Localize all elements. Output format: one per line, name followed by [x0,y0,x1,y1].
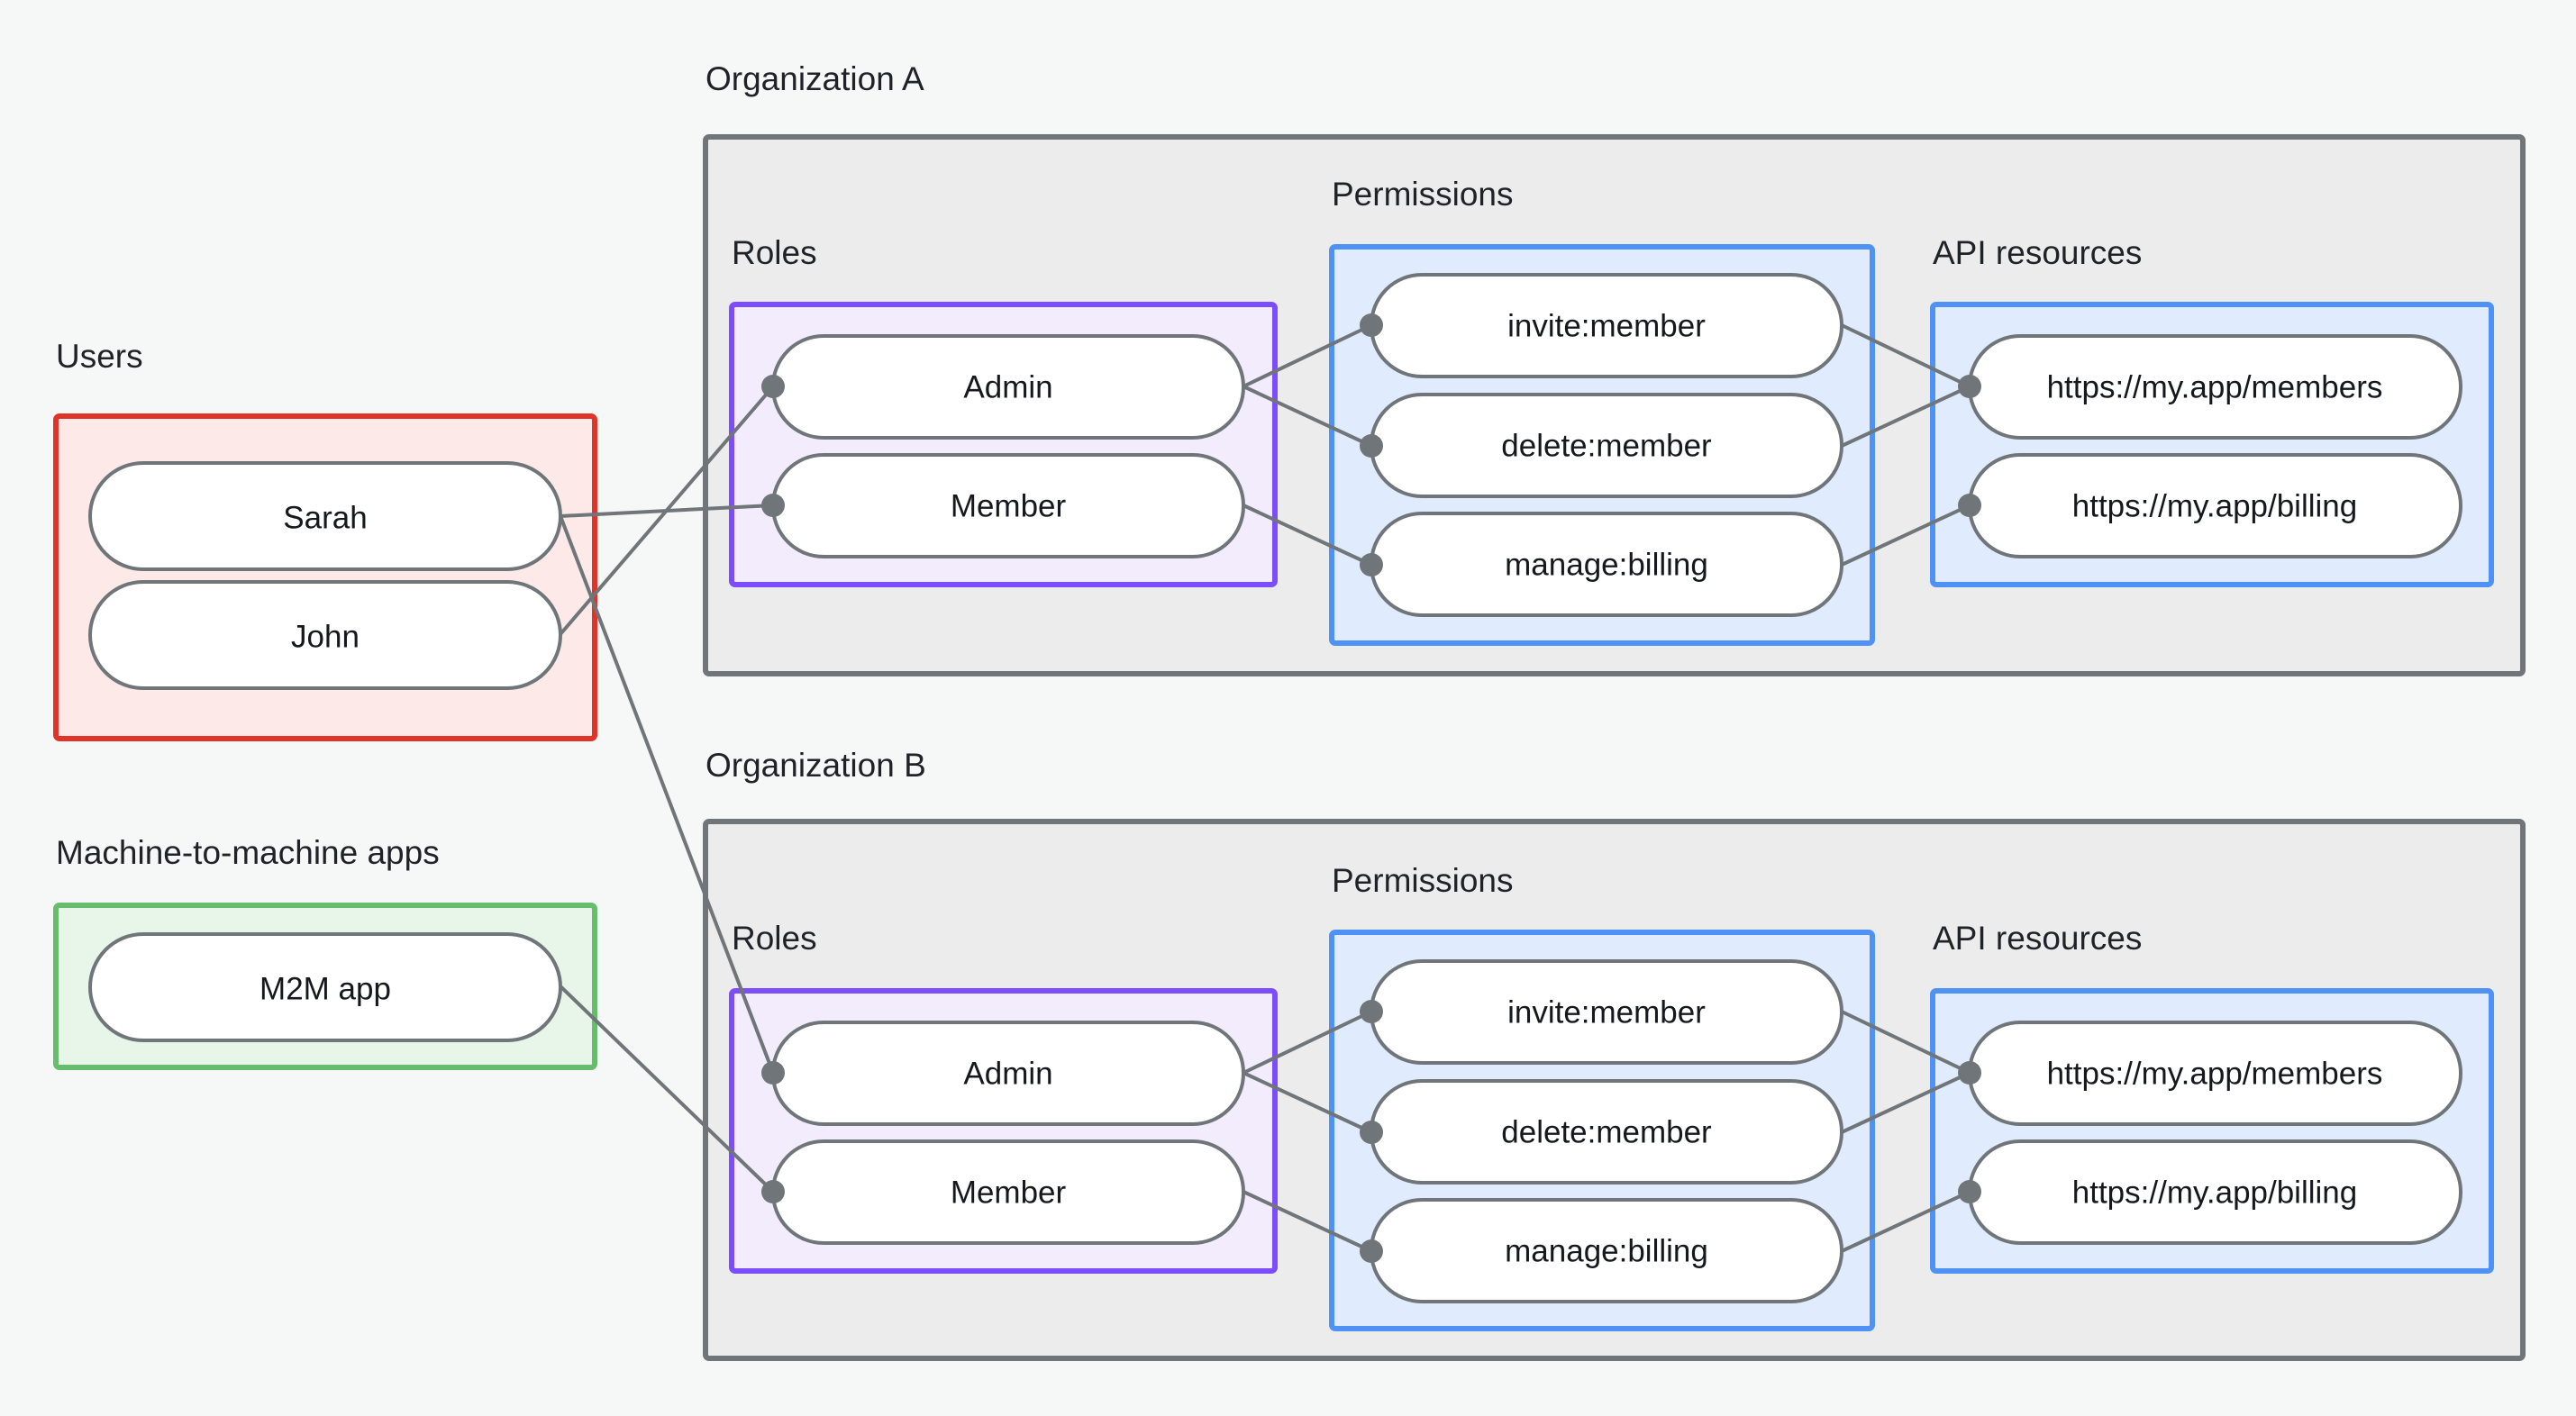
org-b-role-admin-label: Admin [963,1057,1052,1092]
endpoint-dot-org-a-member [761,494,785,517]
endpoint-dot-org-a-delete-member [1360,434,1383,458]
organization-a-title: Organization A [705,60,924,97]
endpoint-dot-org-a-billing-api [1958,494,1981,517]
endpoint-dot-org-b-admin [761,1061,785,1085]
org-b-api-resources-title: API resources [1933,920,2142,957]
m2m-node-app[interactable]: M2M app [88,932,562,1042]
org-a-api-resource-members[interactable]: https://my.app/members [1968,334,2462,440]
org-b-permission-invite-member[interactable]: invite:member [1370,959,1843,1065]
org-b-permissions-title: Permissions [1332,862,1514,899]
edge-john-to-org-a-admin [559,385,775,636]
edge-sarah-to-org-b-admin [559,515,775,1074]
org-b-api-resource-billing-label: https://my.app/billing [2072,1175,2357,1211]
edge-org-a-admin-to-invite-member [1242,323,1372,388]
edge-org-a-member-to-manage-billing [1242,504,1372,567]
edge-org-b-delete-member-to-members-api [1841,1071,1971,1134]
org-a-permission-manage-billing[interactable]: manage:billing [1370,512,1843,617]
endpoint-dot-org-b-member [761,1180,785,1203]
users-title: Users [56,338,143,375]
edge-org-a-manage-billing-to-billing-api [1841,504,1971,567]
org-b-role-member-label: Member [951,1175,1067,1211]
org-a-permissions-title: Permissions [1332,176,1514,213]
endpoint-dot-org-a-admin [761,375,785,398]
edge-org-b-admin-to-invite-member [1242,1010,1372,1075]
edge-org-b-invite-member-to-members-api [1841,1010,1971,1075]
edge-org-a-admin-to-delete-member [1242,385,1372,448]
endpoint-dot-org-b-invite-member [1360,1000,1383,1023]
endpoint-dot-org-a-members-api [1958,375,1981,398]
org-b-permission-invite-member-label: invite:member [1507,995,1706,1030]
org-a-permission-invite-member[interactable]: invite:member [1370,273,1843,378]
org-a-permission-delete-member-label: delete:member [1501,429,1712,464]
endpoint-dot-org-b-billing-api [1958,1180,1981,1203]
user-node-john[interactable]: John [88,580,562,690]
org-a-api-resource-billing[interactable]: https://my.app/billing [1968,453,2462,558]
org-a-permission-manage-billing-label: manage:billing [1505,548,1708,583]
org-a-permission-invite-member-label: invite:member [1507,309,1706,344]
org-b-permission-manage-billing[interactable]: manage:billing [1370,1198,1843,1303]
org-a-api-resource-billing-label: https://my.app/billing [2072,489,2357,524]
m2m-node-app-label: M2M app [259,972,391,1007]
edge-org-b-admin-to-delete-member [1242,1071,1372,1134]
organization-b-title: Organization B [705,747,926,784]
org-a-api-resource-members-label: https://my.app/members [2047,370,2383,405]
org-a-roles-title: Roles [732,234,817,271]
org-a-role-admin-label: Admin [963,370,1052,405]
org-b-permission-delete-member[interactable]: delete:member [1370,1079,1843,1185]
user-node-john-label: John [291,620,360,655]
endpoint-dot-org-a-invite-member [1360,313,1383,337]
edge-org-a-invite-member-to-members-api [1841,323,1971,388]
user-node-sarah[interactable]: Sarah [88,461,562,571]
endpoint-dot-org-b-delete-member [1360,1121,1383,1144]
org-a-permission-delete-member[interactable]: delete:member [1370,393,1843,498]
org-b-api-resource-members[interactable]: https://my.app/members [1968,1021,2462,1126]
edge-org-a-delete-member-to-members-api [1841,385,1971,448]
org-b-roles-title: Roles [732,920,817,957]
connector-endpoint-dots [761,313,1981,1263]
connector-edges [559,323,1971,1253]
endpoint-dot-org-b-manage-billing [1360,1239,1383,1263]
m2m-apps-title: Machine-to-machine apps [56,834,440,871]
org-b-permission-manage-billing-label: manage:billing [1505,1234,1708,1269]
endpoint-dot-org-b-members-api [1958,1061,1981,1085]
org-a-role-member[interactable]: Member [771,453,1245,558]
org-a-role-admin[interactable]: Admin [771,334,1245,440]
org-b-api-resource-members-label: https://my.app/members [2047,1057,2383,1092]
org-b-role-admin[interactable]: Admin [771,1021,1245,1126]
org-b-api-resource-billing[interactable]: https://my.app/billing [1968,1139,2462,1245]
endpoint-dot-org-a-manage-billing [1360,553,1383,576]
edge-org-b-member-to-manage-billing [1242,1190,1372,1253]
edge-m2m-to-org-b-member [559,985,775,1194]
edge-org-b-manage-billing-to-billing-api [1841,1190,1971,1253]
org-b-permission-delete-member-label: delete:member [1501,1115,1712,1150]
org-a-role-member-label: Member [951,489,1067,524]
org-b-role-member[interactable]: Member [771,1139,1245,1245]
org-a-api-resources-title: API resources [1933,234,2142,271]
user-node-sarah-label: Sarah [283,501,367,536]
